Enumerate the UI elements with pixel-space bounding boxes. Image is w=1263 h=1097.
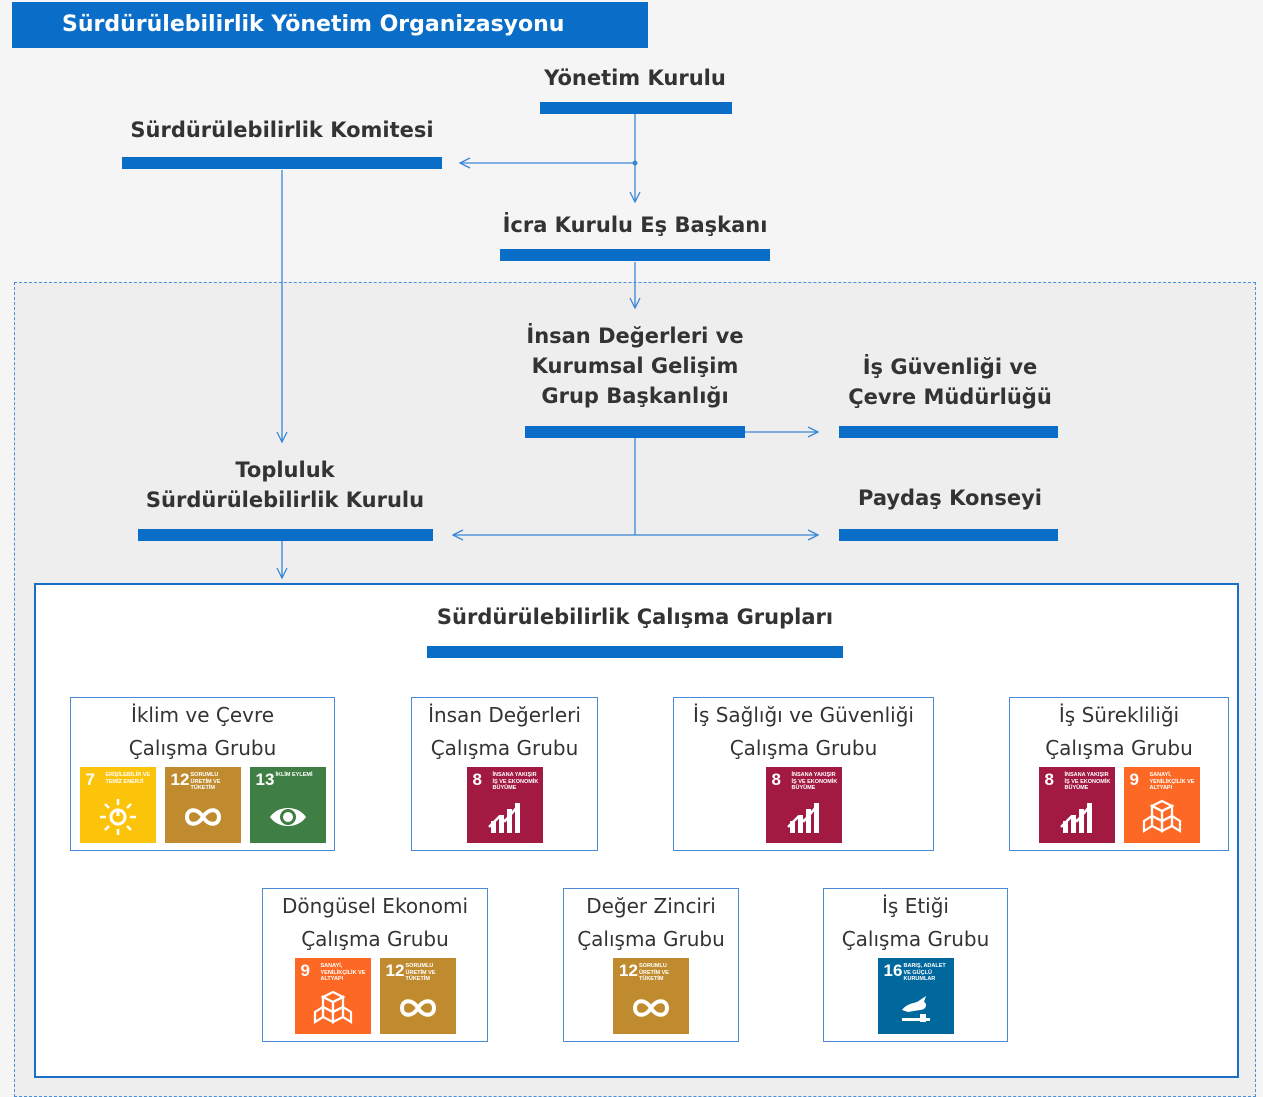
node-komite-bar: [122, 157, 442, 169]
working-group-title: İş Etiği: [882, 894, 949, 918]
working-group-title: İklim ve Çevre: [130, 703, 275, 727]
node-yonetim-kurulu-label: Yönetim Kurulu: [544, 66, 726, 90]
sdg-7-icon: 7 ERİŞİLEBİLİR VE TEMİZ ENERJİ: [79, 767, 156, 843]
sdg-8-icon: 8 İNSANA YAKIŞIR İŞ VE EKONOMİK BÜYÜME: [1038, 767, 1115, 843]
sdg-name: İKLİM EYLEMİ: [275, 772, 313, 778]
working-group-title: Çalışma Grubu: [430, 736, 579, 760]
sdg-number: 12: [619, 961, 638, 980]
sdg-number: 9: [1129, 770, 1139, 789]
node-is-guvenligi-bar: [839, 426, 1058, 438]
sdg-12-symbol-icon: [632, 999, 670, 1017]
sdg-8-icon: 8 İNSANA YAKIŞIR İŞ VE EKONOMİK BÜYÜME: [466, 767, 543, 843]
working-group-title: İş Sürekliliği: [1058, 703, 1180, 727]
sdg-8-symbol-icon: [487, 803, 520, 833]
sdg-number: 12: [385, 961, 405, 980]
sdg-number: 12: [170, 770, 190, 789]
sdg-name: SORUMLU ÜRETİM VE TÜKETİM: [639, 963, 669, 982]
working-group-title: Döngüsel Ekonomi: [281, 894, 468, 918]
sdg-9-icon: 9 SANAYİ, YENİLİKÇİLİK VE ALTYAPI: [1123, 767, 1200, 843]
working-group-title: Çalışma Grubu: [128, 736, 277, 760]
sdg-number: 16: [883, 961, 903, 980]
working-group-title: Çalışma Grubu: [577, 927, 725, 951]
sdg-9-symbol-icon: [313, 990, 352, 1024]
sdg-name: SANAYİ, YENİLİKÇİLİK VE ALTYAPI: [320, 963, 366, 982]
label-line: Sürdürülebilirlik Kurulu: [145, 488, 425, 512]
sdg-name: İNSANA YAKIŞIR İŞ VE EKONOMİK BÜYÜME: [791, 772, 838, 791]
label-line: Çevre Müdürlüğü: [848, 385, 1052, 409]
label-line: Kurumsal Gelişim: [531, 354, 739, 378]
sdg-name: SORUMLU ÜRETİM VE TÜKETİM: [405, 963, 436, 982]
node-icra-label: İcra Kurulu Eş Başkanı: [502, 213, 768, 237]
working-group-title: İnsan Değerleri: [428, 703, 581, 727]
sdg-tiles: 8 İNSANA YAKIŞIR İŞ VE EKONOMİK BÜYÜME: [412, 767, 597, 843]
sdg-name: SORUMLU ÜRETİM VE TÜKETİM: [190, 772, 221, 791]
sdg-tiles: 8 İNSANA YAKIŞIR İŞ VE EKONOMİK BÜYÜME 9 SA…: [1010, 767, 1228, 843]
node-insan-degerleri-bar: [525, 426, 745, 438]
sdg-name: BARIŞ, ADALET VE GÜÇLÜ KURUMLAR: [903, 963, 946, 982]
node-icra-bar: [500, 249, 770, 261]
sdg-name: ERİŞİLEBİLİR VE TEMİZ ENERJİ: [105, 772, 151, 785]
label-line: Topluluk: [235, 458, 335, 482]
working-group-title: Çalışma Grubu: [1045, 736, 1193, 760]
sdg-8-symbol-icon: [1059, 803, 1092, 833]
sdg-13-symbol-icon: [269, 808, 306, 826]
working-group-title: Çalışma Grubu: [301, 927, 449, 951]
node-insan-degerleri-label: İnsan Değerleri ve Kurumsal Gelişim Grup…: [490, 321, 780, 411]
working-group-title: Değer Zinciri: [586, 894, 716, 918]
sdg-name: SANAYİ, YENİLİKÇİLİK VE ALTYAPI: [1149, 772, 1195, 791]
node-yonetim-kurulu-bar: [540, 102, 732, 114]
sdg-12-symbol-icon: [184, 808, 221, 826]
sdg-9-symbol-icon: [1142, 799, 1181, 833]
sdg-8-symbol-icon: [786, 803, 819, 833]
sdg-8-icon: 8 İNSANA YAKIŞIR İŞ VE EKONOMİK BÜYÜME: [765, 767, 842, 843]
sdg-9-icon: 9 SANAYİ, YENİLİKÇİLİK VE ALTYAPI: [294, 958, 371, 1034]
working-group-title: İş Sağlığı ve Güvenliği: [693, 703, 914, 727]
working-groups-heading: Sürdürülebilirlik Çalışma Grupları: [436, 605, 834, 629]
sdg-12-symbol-icon: [399, 999, 436, 1017]
label-line: İnsan Değerleri ve: [526, 324, 744, 348]
node-is-guvenligi-label: İş Güvenliği ve Çevre Müdürlüğü: [830, 352, 1070, 412]
sdg-number: 7: [85, 770, 95, 789]
sdg-number: 8: [771, 770, 781, 789]
sdg-7-symbol-icon: [99, 799, 136, 835]
node-paydas-bar: [839, 529, 1058, 541]
sdg-number: 13: [255, 770, 275, 789]
sdg-name: İNSANA YAKIŞIR İŞ VE EKONOMİK BÜYÜME: [1064, 772, 1111, 791]
working-group-title: Çalışma Grubu: [841, 927, 990, 951]
label-line: İş Güvenliği ve: [862, 355, 1038, 379]
working-group-title: Çalışma Grubu: [729, 736, 878, 760]
sdg-number: 8: [1044, 770, 1054, 789]
node-komite-label: Sürdürülebilirlik Komitesi: [130, 118, 434, 142]
working-groups-heading-bar: [427, 646, 843, 658]
label-line: Grup Başkanlığı: [541, 384, 729, 408]
node-topluluk-label: Topluluk Sürdürülebilirlik Kurulu: [115, 455, 455, 515]
sdg-name: İNSANA YAKIŞIR İŞ VE EKONOMİK BÜYÜME: [492, 772, 539, 791]
node-topluluk-bar: [138, 529, 433, 541]
diagram-title: Sürdürülebilirlik Yönetim Organizasyonu: [12, 2, 648, 48]
node-paydas-label: Paydaş Konseyi: [858, 486, 1042, 510]
sdg-16-symbol-icon: [901, 996, 930, 1022]
sdg-tiles: 8 İNSANA YAKIŞIR İŞ VE EKONOMİK BÜYÜME: [674, 767, 933, 843]
sdg-number: 9: [300, 961, 310, 980]
sdg-number: 8: [472, 770, 482, 789]
